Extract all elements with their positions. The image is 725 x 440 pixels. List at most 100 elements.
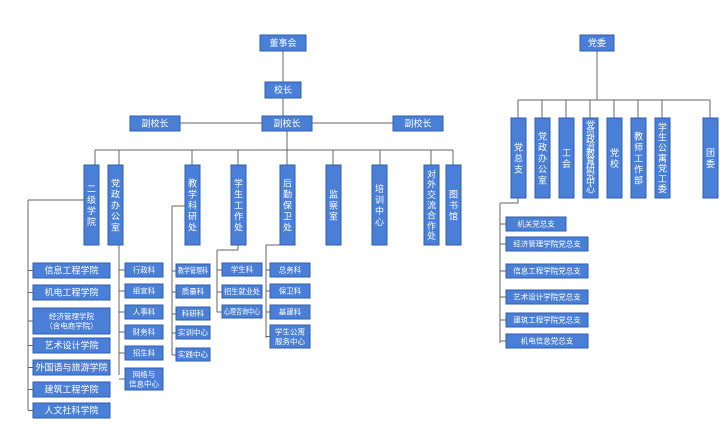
party-office-unit-5: 招生科: [124, 345, 164, 361]
party-branch-node-2-label: 经济管理学院党总支: [513, 239, 581, 249]
vice-president-node-2-box: [261, 115, 313, 132]
board-node-box: [259, 34, 307, 52]
party-office-unit-2: 组宣科: [124, 283, 164, 299]
vice-president-node-3-label: 副校长: [404, 118, 431, 130]
college-node-7-label: 人文社科学院: [44, 405, 98, 417]
teaching-unit-4-label: 实训中心: [178, 327, 208, 337]
party-committee-node-box: [579, 34, 615, 52]
party-office-unit-3-label: 人事科: [133, 307, 156, 317]
college-node-4-label: 艺术设计学院: [44, 340, 98, 352]
department-node-6: 监察室: [325, 164, 342, 246]
department-node-8-label: 对外交流合作处: [427, 168, 436, 242]
vice-president-node-2-label: 副校长: [273, 118, 300, 130]
party-branch-node-4: 艺术设计学院党总支: [505, 289, 589, 305]
logistics-unit-1-box: [269, 262, 311, 278]
vice-president-node-1-label: 副校长: [141, 118, 168, 130]
party-branch-node-3: 信息工程学院党总支: [505, 263, 589, 279]
department-node-3-box: [184, 164, 201, 246]
party-unit-node-5: 党校: [606, 117, 623, 199]
party-office-unit-6-box: [124, 367, 164, 391]
party-office-unit-4: 财务科: [124, 324, 164, 340]
party-committee-node: 党委: [579, 34, 615, 52]
department-node-7-label: 培训中心: [375, 183, 384, 228]
college-node-7-box: [32, 402, 111, 419]
student-unit-3: 心理咨询中心: [221, 304, 263, 319]
party-branch-node-5-label: 建筑工程学院党总支: [513, 315, 581, 325]
college-node-4: 艺术设计学院: [32, 337, 111, 354]
teaching-unit-1: 教学管理科: [175, 263, 211, 278]
party-unit-node-5-box: [606, 117, 623, 199]
student-unit-1: 学生科: [221, 262, 263, 277]
logistics-unit-2: 保卫科: [269, 283, 311, 299]
party-unit-node-1: 党总支: [510, 117, 527, 199]
college-node-5-box: [32, 359, 111, 376]
party-unit-node-8-label: 团委: [706, 148, 715, 170]
department-node-2: 党政办公室: [107, 164, 124, 246]
department-node-3-label: 教学科研处: [188, 178, 197, 234]
connector-lines: [27, 51, 711, 411]
party-unit-node-2-label: 党政办公室: [538, 131, 547, 187]
party-branch-node-6-box: [505, 333, 589, 349]
party-branch-node-1-box: [505, 216, 567, 232]
party-unit-node-7: 学生公寓党工委: [654, 117, 671, 199]
logistics-unit-1: 总务科: [269, 262, 311, 278]
party-branch-node-4-box: [505, 289, 589, 305]
department-node-2-box: [107, 164, 124, 246]
party-branch-node-5: 建筑工程学院党总支: [505, 312, 589, 328]
logistics-unit-4-box: [269, 324, 311, 349]
logistics-unit-4: 学生公寓服务中心: [269, 324, 311, 349]
party-unit-node-7-box: [654, 117, 671, 199]
teaching-unit-4-box: [175, 325, 211, 340]
party-unit-node-3-label: 工会: [562, 149, 571, 170]
party-unit-node-4: 党员政治教育研究中心: [582, 117, 599, 199]
department-node-9-label: 图书馆: [449, 190, 458, 223]
student-unit-3-box: [221, 304, 263, 319]
logistics-unit-3-label: 基建科: [279, 307, 302, 317]
party-office-unit-4-label: 财务科: [133, 327, 156, 337]
student-unit-1-label: 学生科: [231, 264, 254, 274]
teaching-unit-1-label: 教学管理科: [178, 265, 208, 275]
party-office-unit-1-label: 行政科: [133, 265, 156, 275]
teaching-unit-5-label: 实践中心: [178, 349, 208, 359]
college-node-5: 外国语与旅游学院: [32, 359, 111, 376]
teaching-unit-3-label: 科研科: [182, 308, 205, 318]
teaching-unit-1-box: [175, 263, 211, 278]
college-node-2: 机电工程学院: [32, 284, 111, 301]
department-node-2-label: 党政办公室: [111, 178, 120, 234]
college-node-2-box: [32, 284, 111, 301]
vice-president-node-1: 副校长: [129, 115, 181, 132]
teaching-unit-3: 科研科: [175, 306, 211, 321]
teaching-unit-3-box: [175, 306, 211, 321]
department-node-3: 教学科研处: [184, 164, 201, 246]
party-unit-node-6-label: 教师工作部: [634, 131, 643, 187]
party-unit-node-3-box: [558, 117, 575, 199]
party-office-unit-6-label: 网络与信息中心: [129, 369, 159, 389]
party-unit-node-8: 团委: [702, 117, 719, 199]
party-unit-node-2: 党政办公室: [534, 117, 551, 199]
college-node-6-box: [32, 381, 111, 398]
department-node-7: 培训中心: [371, 164, 388, 246]
logistics-unit-1-label: 总务科: [279, 265, 302, 275]
department-node-9-box: [445, 164, 462, 246]
department-node-9: 图书馆: [445, 164, 462, 246]
department-node-1-label: 二级学院: [87, 185, 96, 228]
department-node-5: 后勤保卫处: [279, 164, 296, 246]
party-unit-node-2-box: [534, 117, 551, 199]
party-office-unit-5-box: [124, 345, 164, 361]
vice-president-node-3: 副校长: [392, 115, 444, 132]
party-unit-node-3: 工会: [558, 117, 575, 199]
department-node-8-box: [423, 164, 440, 246]
party-unit-node-8-box: [702, 117, 719, 199]
teaching-unit-2: 质量科: [175, 284, 211, 299]
org-nodes: 董事会校长副校长副校长副校长二级学院党政办公室教学科研处学生工作处后勤保卫处监察…: [32, 34, 719, 419]
party-unit-node-6-box: [630, 117, 647, 199]
college-node-6: 建筑工程学院: [32, 381, 111, 398]
department-node-8: 对外交流合作处: [423, 164, 440, 246]
student-unit-3-label: 心理咨询中心: [224, 306, 260, 316]
department-node-4: 学生工作处: [230, 164, 247, 246]
college-node-3-box: [32, 307, 111, 335]
college-node-3-label: 经济管理学院（含电商学院）: [45, 311, 98, 331]
teaching-unit-2-label: 质量科: [182, 286, 205, 296]
party-office-unit-5-label: 招生科: [133, 348, 156, 358]
